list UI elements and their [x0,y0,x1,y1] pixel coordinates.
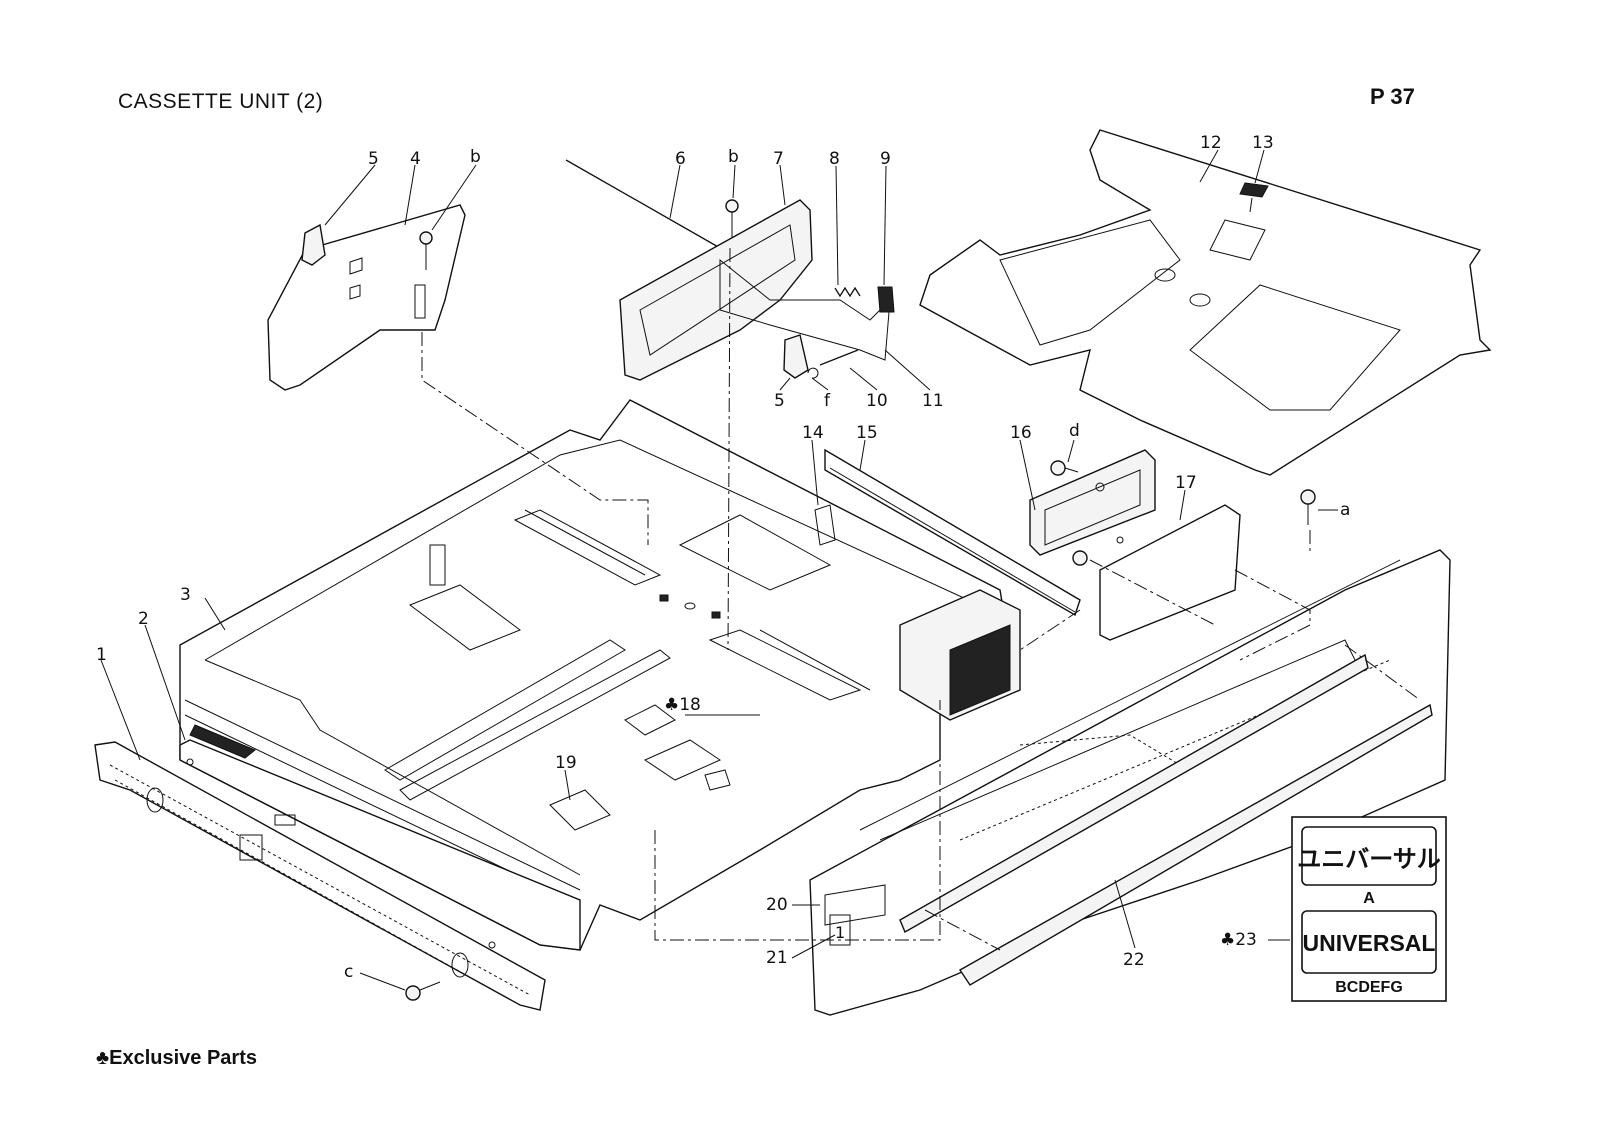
callout-22: 22 [1123,950,1145,970]
callout-11: 11 [922,391,944,411]
callout-20: 20 [766,895,788,915]
callout-labels: 1 2 3 4 5 5 6 7 8 9 10 11 12 13 14 15 16… [96,133,1350,982]
page-number: P 37 [1370,84,1415,109]
callout-12: 12 [1200,133,1222,153]
page-title: CASSETTE UNIT (2) [118,90,324,113]
callout-2: 2 [138,609,149,629]
screw-a [1300,489,1316,525]
part-22-lower-strip [899,653,1433,986]
part-12-top-plate [919,129,1492,476]
callout-5-top: 5 [368,149,379,169]
screw-b-center [725,199,739,238]
callout-16: 16 [1010,423,1032,443]
callout-13: 13 [1252,133,1274,153]
part-3-cassette-tray [179,399,1021,951]
part-10-pin [819,349,859,366]
callout-b-center: b [728,147,739,167]
part-13-pad [1239,182,1269,213]
callout-a: a [1340,500,1350,520]
label-japanese: ユニバーサル [1297,846,1441,873]
assembly-lines [421,247,1421,951]
label-variant-bcdefg: BCDEFG [1335,979,1403,996]
exclusive-parts-note: ♣Exclusive Parts [96,1047,257,1069]
callout-d: d [1069,421,1080,441]
callout-8: 8 [829,149,840,169]
part-20-side-cover [809,549,1451,1016]
part-16-side-plate [1029,449,1156,556]
callout-leaders [100,149,1338,991]
label-variant-a: A [1363,890,1375,907]
callout-1: 1 [96,645,107,665]
part-15-rail-strip [824,448,1081,617]
callout-10: 10 [866,391,888,411]
callout-7: 7 [773,149,784,169]
callout-14: 14 [802,423,824,443]
part-4-left-guide [267,204,466,391]
part-1-front-rail [94,741,546,1011]
part-9-catch [877,286,895,313]
screw-c [405,981,441,1001]
label-universal: UNIVERSAL [1303,930,1436,956]
part-17-side-board [1072,504,1241,641]
e-ring-f [807,367,819,379]
callout-c: c [344,962,353,982]
callout-4: 4 [410,149,421,169]
callout-f: f [824,391,831,411]
part-5-clip-center [783,334,809,379]
callout-b-left: b [470,147,481,167]
callout-5-center: 5 [774,391,785,411]
part-23-label-sheet: ユニバーサル A UNIVERSAL BCDEFG [1291,816,1447,1002]
callout-3: 3 [180,585,191,605]
callout-21: 21 [766,948,788,968]
callout-18: ♣18 [664,695,701,715]
callout-15: 15 [856,423,878,443]
screw-b-left [419,231,433,270]
side-cover-plate-label: 1 [835,923,845,942]
callout-9: 9 [880,149,891,169]
part-7-bracket [619,199,891,381]
part-8-spring [834,286,861,298]
part-5-clip-left [301,223,326,266]
part-2-front-panel [179,724,581,951]
callout-17: 17 [1175,473,1197,493]
part-6-shaft [565,159,721,249]
screw-d [1050,460,1079,476]
callout-6: 6 [675,149,686,169]
callout-19: 19 [555,753,577,773]
callout-23: ♣23 [1220,930,1257,950]
